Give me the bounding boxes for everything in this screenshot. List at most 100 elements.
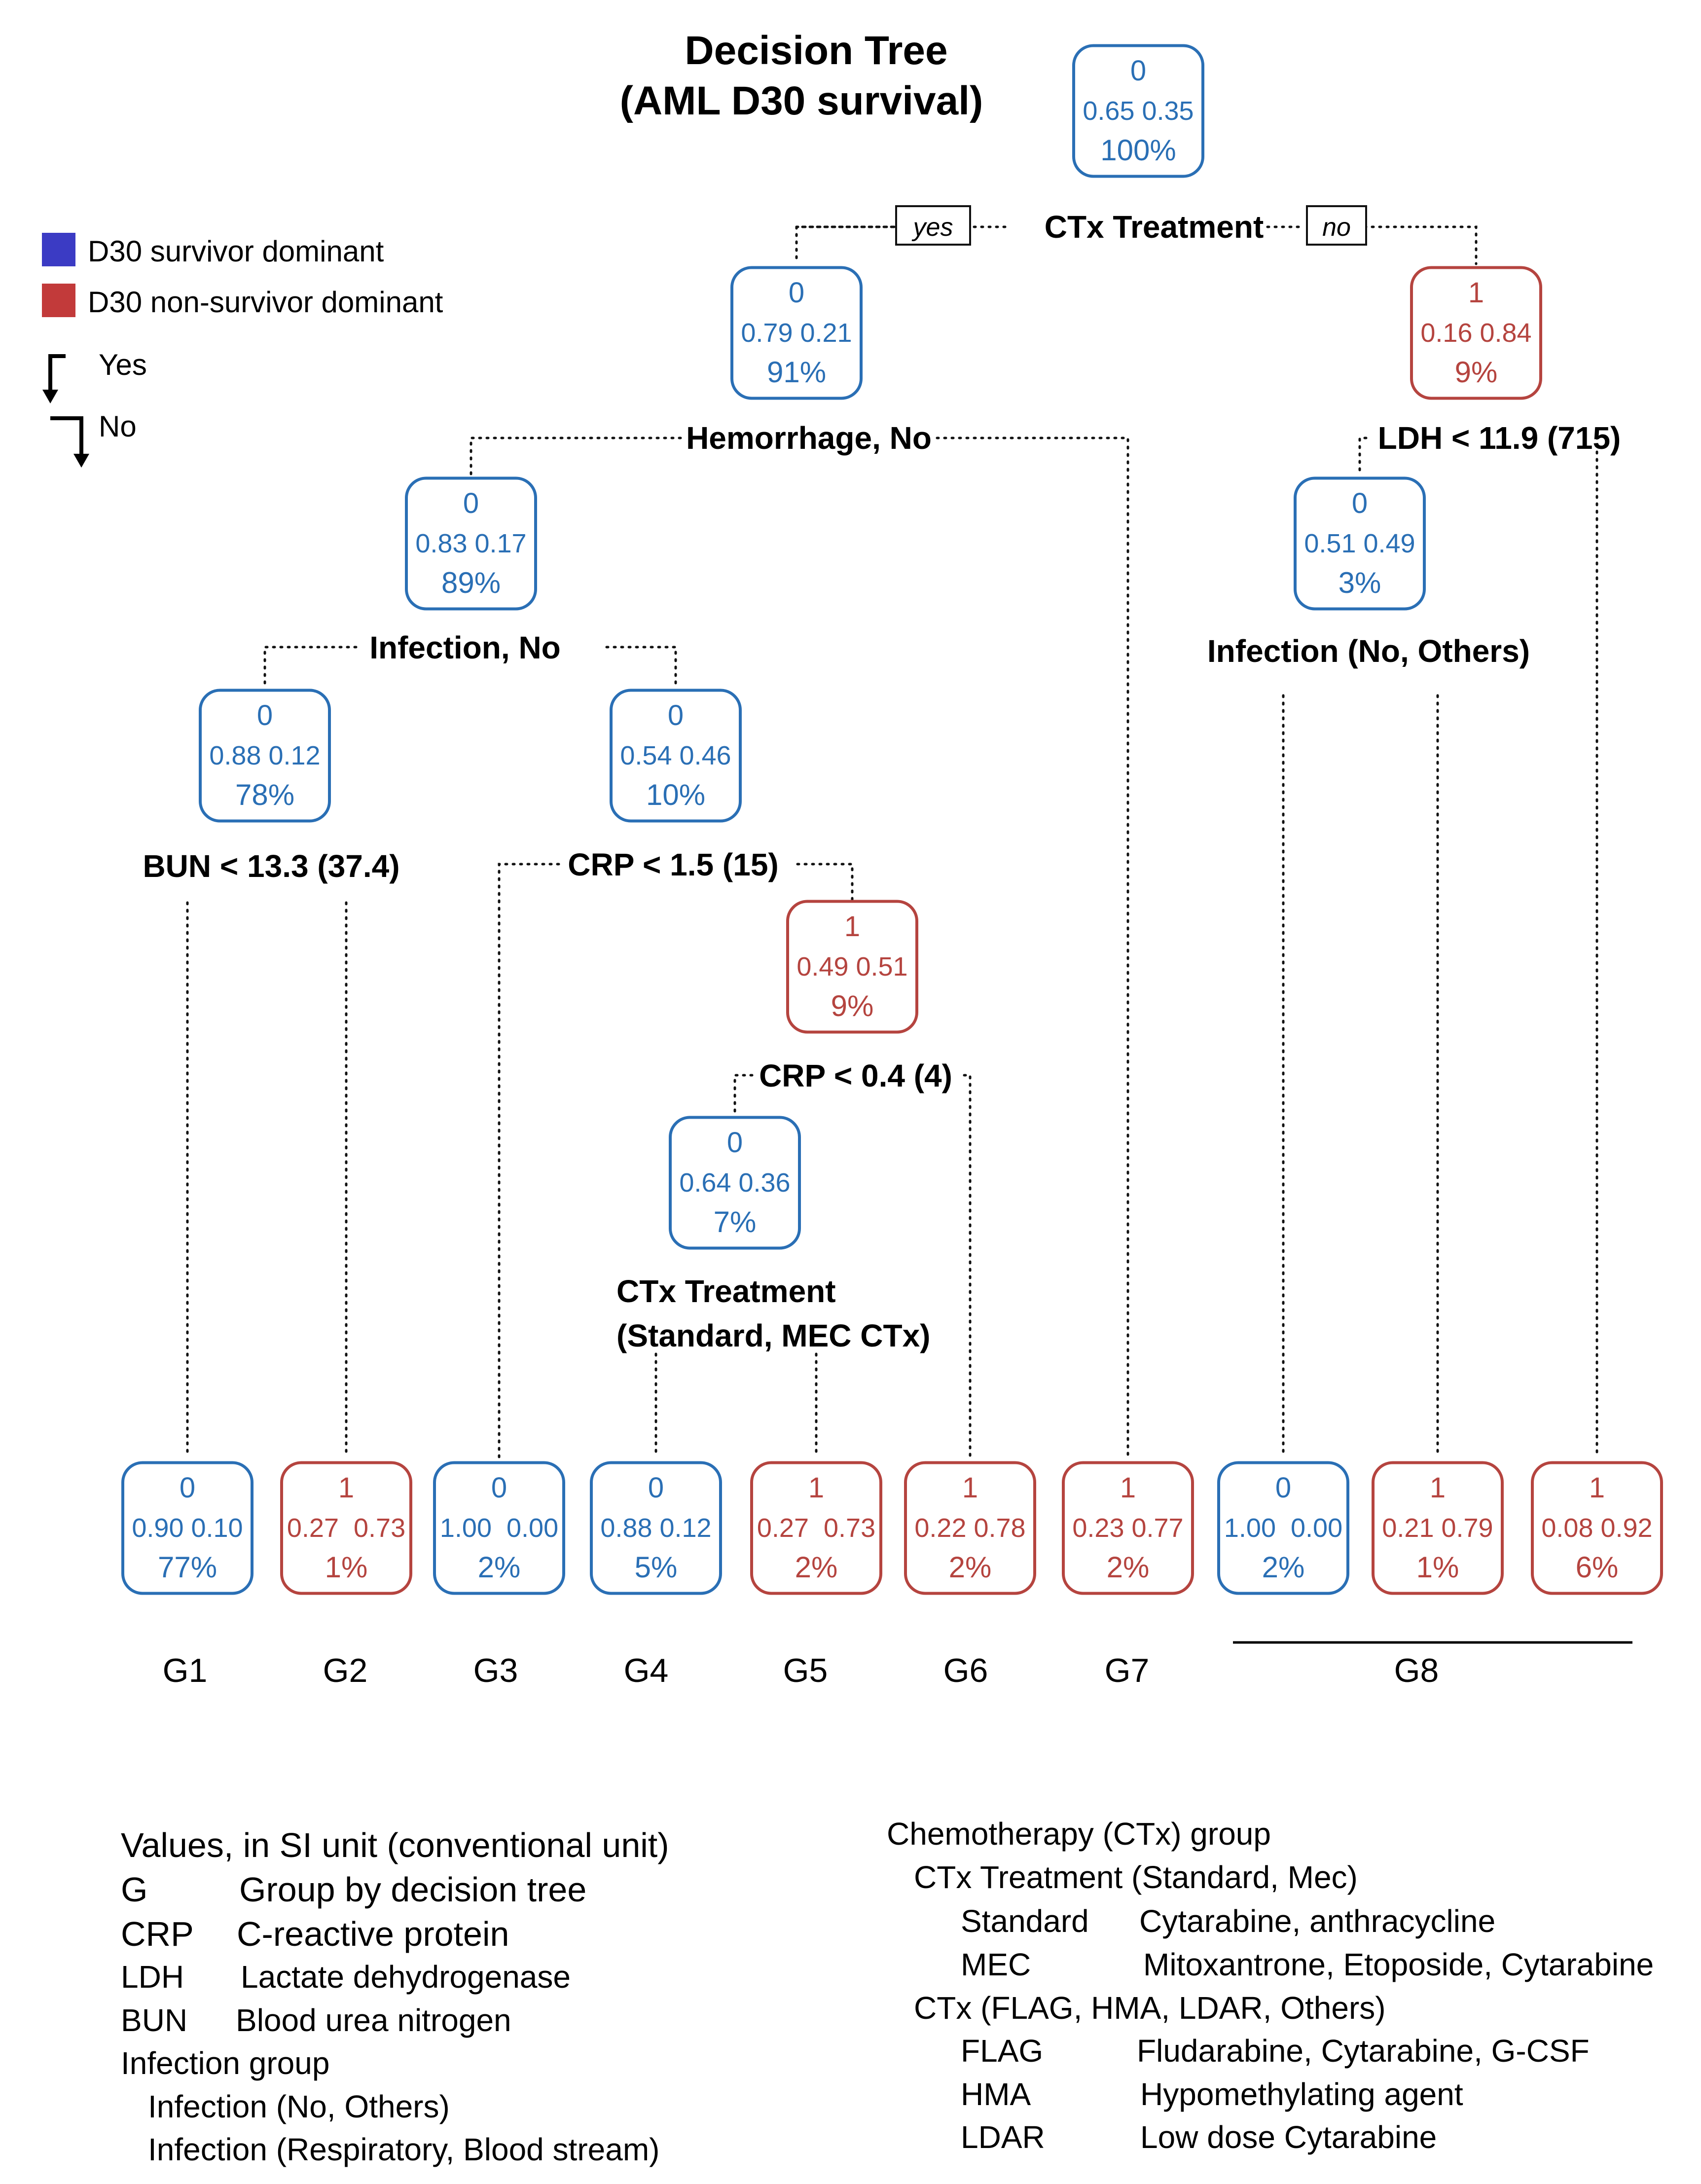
leaf-node-L6-percent: 2% [949, 1551, 992, 1584]
edge-n9-right [796, 863, 854, 904]
tree-node-root-percent: 100% [1100, 134, 1176, 167]
leaf-node-L5: 10.27 0.732% [750, 1461, 882, 1595]
group-label-g1: G1 [163, 1652, 208, 1689]
abbr-term: CRP [121, 1915, 194, 1953]
split-label: Hemorrhage, No [686, 420, 932, 456]
leaf-node-L2-box [280, 1461, 412, 1595]
tree-node-n3-box [1410, 266, 1542, 400]
abbr-desc: Blood urea nitrogen [236, 2002, 511, 2038]
leaf-node-L7-probabilities: 0.23 0.77 [1072, 1513, 1183, 1543]
abbr-term: G [121, 1870, 147, 1909]
group-label-g5: G5 [783, 1652, 828, 1689]
abbr-right-heading: Chemotherapy (CTx) group [887, 1816, 1271, 1852]
group-label-g7: G7 [1105, 1652, 1150, 1689]
legend-yes-label: Yes [99, 348, 147, 381]
abbr-desc: Hypomethylating agent [1140, 2076, 1463, 2112]
abbr-term: Standard [961, 1903, 1089, 1939]
leaf-node-L7-percent: 2% [1107, 1551, 1150, 1584]
abbr-infection-heading: Infection group [121, 2045, 329, 2081]
split-label-line1: CTx Treatment [616, 1274, 836, 1309]
leaf-node-L10-box [1531, 1461, 1663, 1595]
tree-node-n6-probabilities: 0.51 0.49 [1304, 529, 1415, 558]
split-label: CRP < 1.5 (15) [568, 847, 778, 882]
split-label: CTx Treatment [1045, 209, 1264, 245]
leaf-node-L4: 00.88 0.125% [590, 1461, 722, 1595]
leaf-node-L6-box [904, 1461, 1036, 1595]
abbr-left-heading: Values, in SI unit (conventional unit) [121, 1826, 669, 1864]
abbr-desc: Lactate dehydrogenase [241, 1959, 571, 1995]
tree-node-n3-percent: 9% [1455, 356, 1498, 389]
edge-n19-right [963, 1074, 972, 1459]
split-label: LDH < 11.9 (715) [1378, 420, 1621, 456]
abbr-infection-row: Infection (No, Others) [148, 2089, 450, 2124]
abbr-desc: Mitoxantrone, Etoposide, Cytarabine [1143, 1947, 1654, 1982]
tree-node-n9-probabilities: 0.54 0.46 [620, 741, 731, 770]
tree-node-n8-percent: 78% [235, 778, 294, 811]
tree-node-root: 0 0.65 0.35 100% [1072, 44, 1204, 178]
edge-n19-left [733, 1074, 754, 1115]
abbr-term: HMA [961, 2076, 1031, 2112]
leaf-node-L2-class: 1 [338, 1472, 354, 1504]
leaf-node-L4-class: 0 [648, 1472, 664, 1504]
tree-node-n19-percent: 9% [831, 989, 874, 1022]
leaf-node-L3-box [433, 1461, 565, 1595]
tree-node-root-probabilities: 0.65 0.35 [1083, 96, 1194, 126]
abbr-right-sub1: CTx Treatment (Standard, Mec) [914, 1859, 1358, 1895]
leaf-node-L5-box [750, 1461, 882, 1595]
leaf-node-L3: 01.00 0.002% [433, 1461, 565, 1595]
tree-node-n38-probabilities: 0.64 0.36 [679, 1168, 790, 1198]
tree-node-n4-probabilities: 0.83 0.17 [415, 529, 526, 558]
yes-branch-text: yes [912, 213, 953, 242]
yes-branch-tag: yes [895, 205, 971, 246]
leaf-node-L10-class: 1 [1589, 1472, 1605, 1504]
no-arrow-icon [50, 416, 89, 468]
tree-node-n19: 1 0.49 0.51 9% [786, 900, 918, 1034]
legend-survivor-label: D30 survivor dominant [88, 235, 384, 268]
tree-node-n38-box [669, 1116, 801, 1250]
tree-node-n2-class: 0 [789, 277, 804, 309]
leaf-node-L10: 10.08 0.926% [1531, 1461, 1663, 1595]
split-label-line2: (Standard, MEC CTx) [616, 1318, 930, 1353]
tree-node-n19-class: 1 [844, 910, 860, 943]
legend-non-survivor-label: D30 non-survivor dominant [88, 286, 443, 319]
tree-node-n9-class: 0 [668, 699, 684, 731]
tree-node-n6-box [1294, 476, 1426, 611]
edge-n2-right [936, 437, 1129, 1459]
edge-n2-left [470, 437, 682, 477]
leaf-node-L4-probabilities: 0.88 0.12 [600, 1513, 711, 1543]
abbr-term: FLAG [961, 2033, 1043, 2069]
edge-n3-right [1595, 437, 1599, 1459]
tree-node-n6-class: 0 [1352, 487, 1368, 519]
leaf-node-L8-box [1217, 1461, 1349, 1595]
group-label-g2: G2 [323, 1652, 368, 1689]
leaf-node-L9-class: 1 [1430, 1472, 1446, 1504]
tree-node-n19-box [786, 900, 918, 1034]
split-label: BUN < 13.3 (37.4) [143, 848, 399, 884]
leaf-node-L7: 10.23 0.772% [1062, 1461, 1194, 1595]
tree-node-n19-probabilities: 0.49 0.51 [796, 952, 907, 982]
leaf-node-L3-class: 0 [491, 1472, 507, 1504]
split-label: CRP < 0.4 (4) [759, 1058, 952, 1093]
leaf-node-L5-probabilities: 0.27 0.73 [757, 1513, 875, 1543]
leaf-node-L4-box [590, 1461, 722, 1595]
leaf-node-L8-percent: 2% [1262, 1551, 1305, 1584]
tree-node-n4-percent: 89% [441, 566, 501, 599]
leaf-node-L2-probabilities: 0.27 0.73 [287, 1513, 405, 1543]
tree-node-root-class: 0 [1130, 55, 1146, 87]
abbr-desc: Group by decision tree [239, 1870, 586, 1909]
leaf-node-L6: 10.22 0.782% [904, 1461, 1036, 1595]
leaf-node-L3-probabilities: 1.00 0.00 [440, 1513, 558, 1543]
tree-node-n2-box [730, 266, 863, 400]
leaf-node-L2-percent: 1% [325, 1551, 368, 1584]
no-branch-tag: no [1306, 205, 1367, 246]
abbr-term: MEC [961, 1947, 1031, 1982]
abbr-term: LDH [121, 1959, 184, 1995]
split-label: Infection (No, Others) [1207, 633, 1530, 669]
leaf-node-L1-percent: 77% [158, 1551, 217, 1584]
leaf-node-L7-box [1062, 1461, 1194, 1595]
leaf-node-L10-probabilities: 0.08 0.92 [1541, 1513, 1652, 1543]
